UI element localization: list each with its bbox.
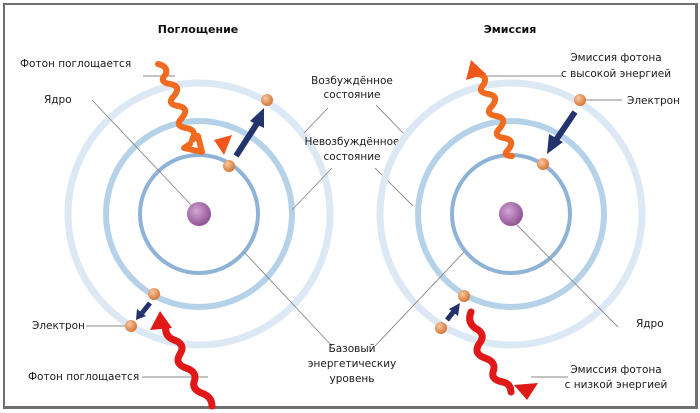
label-nucleus-left: Ядро: [44, 94, 72, 106]
inner-orbit: [138, 153, 260, 275]
nucleus: [187, 202, 211, 226]
unexcited-leader-left: [291, 167, 333, 211]
shared-labels: Возбуждённое состояние Невозбуждённое со…: [291, 75, 414, 385]
label-electron-left: Электрон: [32, 320, 85, 332]
label-low-photon-2: с низкой энергией: [565, 379, 668, 391]
outer-orbit: [64, 79, 334, 349]
label-excited-state-1: Возбуждённое: [311, 75, 393, 87]
label-low-photon-1: Эмиссия фотона: [570, 364, 661, 376]
label-ground-level-3: уровень: [329, 373, 374, 385]
excited-leader-left: [303, 107, 329, 134]
label-photon-absorbed-top: Фотон поглощается: [20, 58, 131, 70]
label-high-photon-1: Эмиссия фотона: [570, 52, 661, 64]
emission-panel: Эмиссия Эмиссия фотона с высокой энер: [374, 23, 680, 400]
label-high-photon-2: с высокой энергией: [561, 68, 671, 80]
emission-title: Эмиссия: [484, 23, 537, 36]
ground-level-leader-left: [243, 251, 333, 347]
absorbed-photon-arrowhead-top: [214, 135, 232, 155]
absorption-title: Поглощение: [158, 23, 239, 36]
deexcitation-arrow-head: [547, 134, 563, 154]
absorbed-photon-wave-bottom: [162, 322, 216, 410]
label-unexcited-state-1: Невозбуждённое: [304, 136, 399, 148]
nucleus-leader: [91, 99, 194, 208]
outer-orbit: [376, 79, 646, 349]
small-transition-arrow-shaft: [140, 301, 152, 315]
electron-excited: [261, 94, 273, 106]
absorption-atom: [64, 79, 334, 349]
figure-frame: [3, 3, 698, 409]
ground-level-leader-right: [374, 251, 465, 347]
electron-middle: [458, 290, 470, 302]
small-transition-arrow-head: [136, 309, 146, 320]
label-photon-absorbed-bottom: Фотон поглощается: [28, 371, 139, 383]
electron-outer: [125, 320, 137, 332]
absorption-panel: Поглощение Фотон поглощается Ядро: [20, 23, 334, 410]
middle-orbit: [103, 118, 295, 310]
electron-ground: [537, 158, 549, 170]
small-transition-arrow-shaft: [445, 309, 456, 322]
excited-leader-right: [375, 104, 406, 136]
emission-atom: [376, 79, 646, 349]
absorbed-photon-wave-top: [155, 61, 205, 155]
label-ground-level-1: Базовый: [329, 343, 376, 355]
emitted-photon-wave-low: [466, 308, 515, 396]
emitted-photon-arrowhead-high: [466, 60, 486, 80]
nucleus-leader-right: [511, 219, 619, 328]
electron-excited: [574, 94, 586, 106]
electron-outer: [435, 322, 447, 334]
label-excited-state-2: состояние: [324, 89, 381, 101]
emitted-photon-wave-high: [475, 71, 515, 159]
electron-ground: [223, 160, 235, 172]
deexcitation-arrow-shaft: [553, 110, 578, 142]
middle-orbit: [415, 118, 607, 310]
label-ground-level-2: энергетическиу: [308, 358, 397, 370]
nucleus: [499, 202, 523, 226]
label-unexcited-state-2: состояние: [324, 151, 381, 163]
electron-middle: [148, 288, 160, 300]
emitted-photon-arrowhead-low: [514, 383, 538, 400]
label-electron-right: Электрон: [627, 95, 680, 107]
label-nucleus-right: Ядро: [636, 318, 664, 330]
excitation-arrow-head: [250, 108, 264, 128]
excitation-arrow-shaft: [233, 120, 261, 158]
small-transition-arrow-head: [449, 303, 460, 316]
unexcited-leader-right: [374, 167, 414, 207]
absorbed-photon-arrowhead-bottom: [150, 311, 172, 330]
